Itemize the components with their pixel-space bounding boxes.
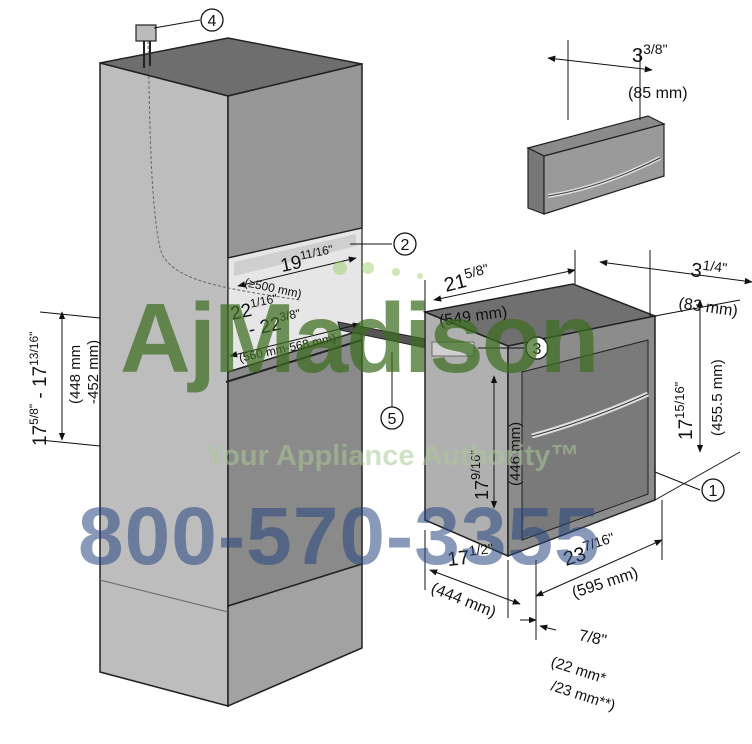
svg-text:1: 1 — [709, 483, 718, 500]
callout-2: 2 — [393, 232, 417, 256]
svg-text:(446 mm): (446 mm) — [507, 422, 524, 486]
svg-text:7/8": 7/8" — [577, 627, 608, 649]
dim-front-height: 1715/16" (455.5 mm) — [672, 359, 726, 440]
svg-text:-452 mm): -452 mm) — [85, 340, 102, 404]
svg-text:1911/16": 1911/16" — [278, 242, 336, 277]
svg-text:(455.5 mm): (455.5 mm) — [709, 359, 726, 436]
callout-1: 1 — [701, 478, 725, 502]
dimension-lines — [39, 40, 752, 640]
dim-oven-depth: 215/8" (549 mm) — [438, 260, 508, 330]
svg-text:3: 3 — [533, 341, 542, 358]
dim-front-depth: 31/4" (83 mm) — [677, 255, 738, 320]
svg-text:237/16": 237/16" — [560, 529, 620, 571]
dim-front-width: 237/16" (595 mm) — [560, 529, 641, 602]
svg-text:175/8" - 1713/16": 175/8" - 1713/16" — [27, 332, 51, 446]
svg-text:31/4": 31/4" — [689, 255, 728, 286]
power-cable — [135, 24, 301, 301]
svg-text:215/8": 215/8" — [441, 260, 493, 297]
callout-5: 5 — [380, 406, 404, 430]
control-panel-module — [526, 115, 666, 215]
callout-4: 4 — [200, 8, 224, 32]
svg-text:(444 mm): (444 mm) — [429, 580, 499, 621]
dim-body-height: 179/16" (446 mm) — [468, 422, 524, 500]
svg-text:221/16": 221/16" — [228, 291, 281, 325]
watermark-dots — [333, 261, 423, 279]
tall-cabinet — [99, 37, 363, 708]
svg-text:1715/16": 1715/16" — [672, 381, 697, 440]
svg-text:5: 5 — [388, 411, 397, 428]
svg-text:2: 2 — [401, 237, 410, 254]
dim-front-thickness: 7/8" (22 mm* /23 mm**) — [549, 627, 618, 714]
svg-text:(448 mm: (448 mm — [67, 345, 84, 404]
dim-cabinet-height: 175/8" - 1713/16" (448 mm -452 mm) — [27, 332, 102, 446]
svg-text:- 223/8": - 223/8" — [246, 306, 304, 341]
svg-text:/23 mm**): /23 mm**) — [549, 678, 618, 715]
dim-body-width: 171/2" (444 mm) — [429, 540, 499, 621]
svg-text:(595 mm): (595 mm) — [570, 564, 640, 601]
dim-panel-depth: 33/8" (85 mm) — [628, 41, 688, 102]
svg-text:4: 4 — [208, 13, 217, 30]
oven-appliance — [422, 283, 658, 558]
callout-3: 3 — [525, 336, 549, 360]
svg-text:(83 mm): (83 mm) — [677, 295, 738, 320]
svg-text:179/16": 179/16" — [468, 450, 492, 500]
svg-text:33/8": 33/8" — [632, 41, 668, 67]
svg-text:171/2": 171/2" — [446, 540, 495, 571]
callout-leaders — [153, 19, 701, 491]
svg-text:(85 mm): (85 mm) — [628, 85, 688, 102]
